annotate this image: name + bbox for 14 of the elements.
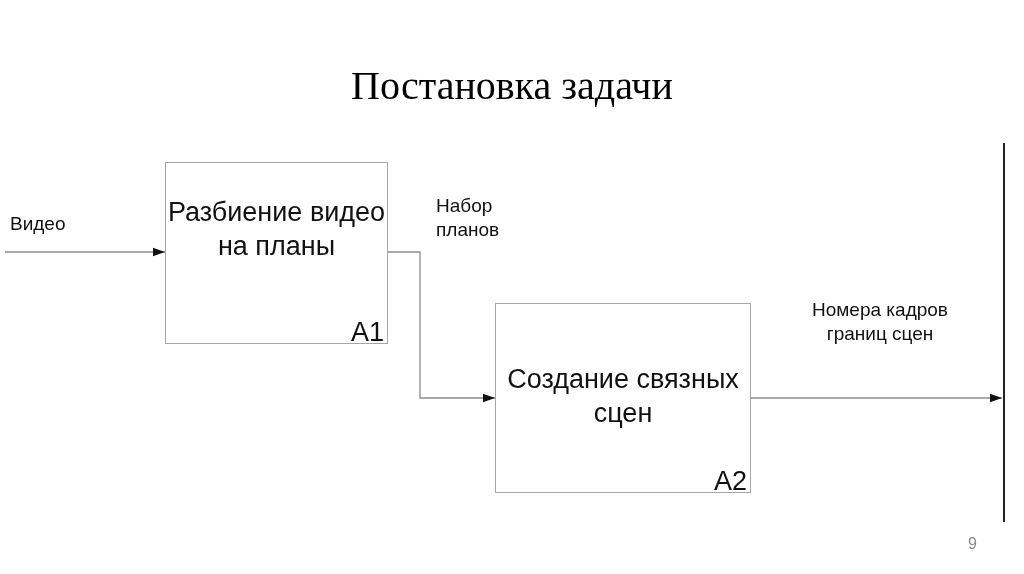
- process-name: Создание связных сцен: [506, 363, 740, 430]
- process-name: Разбиение видео на планы: [166, 196, 387, 263]
- edge-label: Номера кадров границ сцен: [811, 298, 949, 346]
- arrow: [750, 393, 1003, 403]
- node-number: A1: [350, 317, 384, 347]
- arrow: [4, 247, 166, 257]
- edge-label: Видео: [10, 212, 67, 236]
- arrow: [387, 251, 496, 403]
- slide-title: Постановка задачи: [350, 62, 674, 109]
- node-number: A2: [713, 466, 747, 496]
- page-number: 9: [968, 535, 977, 553]
- edge-label: Набор планов: [436, 194, 501, 242]
- process-box: [495, 303, 751, 493]
- process-box: [165, 162, 388, 344]
